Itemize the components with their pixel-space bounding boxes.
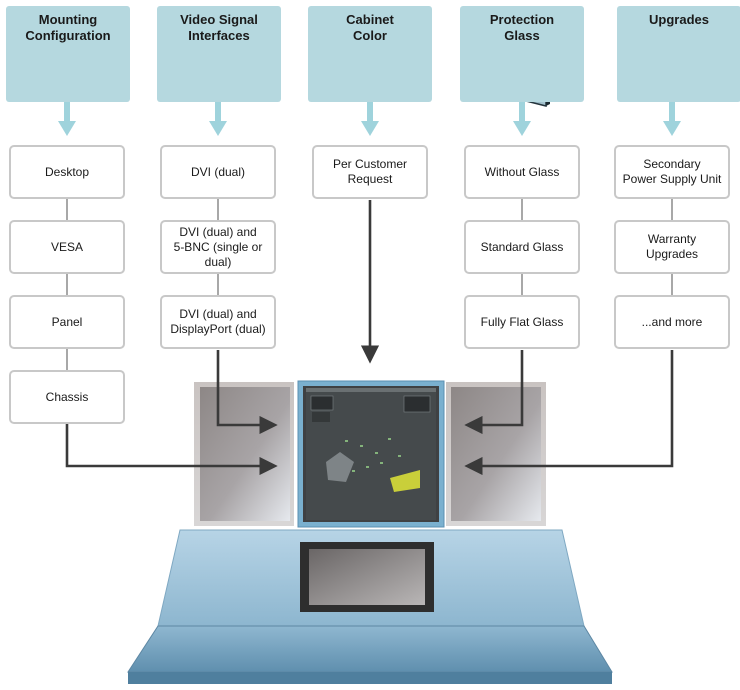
option-label: Desktop: [44, 164, 90, 179]
header-title-upgrades: Upgrades: [617, 12, 740, 28]
center-monitor: [297, 380, 445, 528]
option-label: Chassis: [45, 389, 89, 404]
header-upgrades: Upgrades: [617, 6, 740, 102]
option-protection-2: Standard Glass: [464, 220, 580, 274]
option-label: 5-BNC (single or dual): [173, 239, 263, 269]
option-label: ...and more: [641, 314, 703, 329]
option-protection-3: Fully Flat Glass: [464, 295, 580, 349]
connector-video: [216, 350, 278, 435]
down-arrow-mounting: [58, 102, 76, 136]
option-label: DVI (dual): [190, 164, 246, 179]
header-title-line: Protection: [489, 12, 555, 27]
option-label: Warranty: [647, 232, 697, 246]
option-upgrades-3: ...and more: [614, 295, 730, 349]
option-label: Fully Flat Glass: [480, 314, 564, 329]
header-title-line: Interfaces: [188, 28, 250, 43]
right-side-panel: [451, 387, 541, 521]
header-title-line: Upgrades: [649, 12, 709, 27]
option-label: VESA: [50, 239, 83, 254]
down-arrow-cabinet: [361, 102, 379, 136]
option-label: DVI (dual) and: [179, 307, 257, 321]
down-arrow-video: [209, 102, 227, 136]
down-arrow-protection: [513, 102, 531, 136]
option-video-1: DVI (dual): [160, 145, 276, 199]
down-arrow-upgrades: [663, 102, 681, 136]
option-label: Per Customer: [332, 157, 408, 171]
console-base: [127, 529, 613, 684]
option-mounting-1: Desktop: [9, 145, 125, 199]
header-title-line: Cabinet: [346, 12, 394, 27]
option-protection-1: Without Glass: [464, 145, 580, 199]
console-inset-screen: [309, 549, 425, 605]
header-title-line: Mounting: [38, 12, 98, 27]
option-label: Without Glass: [484, 164, 560, 179]
option-label: Request: [347, 172, 393, 186]
option-label: Panel: [51, 314, 83, 329]
option-label: Power Supply Unit: [622, 172, 722, 186]
connector-protection: [464, 350, 524, 435]
option-label: DisplayPort (dual): [170, 322, 266, 336]
option-mounting-4: Chassis: [9, 370, 125, 424]
option-label: Secondary: [643, 157, 701, 171]
option-label: DVI (dual) and: [179, 224, 257, 239]
header-title-line: Video Signal: [180, 12, 258, 27]
option-mounting-2: VESA: [9, 220, 125, 274]
left-side-panel: [200, 387, 290, 521]
console-base-strip: [128, 672, 612, 684]
option-label: Upgrades: [645, 247, 699, 261]
header-title-line: Glass: [504, 28, 540, 43]
connector-upgrades: [464, 350, 674, 476]
connector-mounting: [65, 424, 278, 476]
option-label: Standard Glass: [480, 239, 564, 254]
header-title-line: Color: [353, 28, 387, 43]
console-front-surface: [127, 625, 613, 673]
header-title-line: Configuration: [25, 28, 111, 43]
connectors: [65, 200, 674, 476]
option-mounting-3: Panel: [9, 295, 125, 349]
